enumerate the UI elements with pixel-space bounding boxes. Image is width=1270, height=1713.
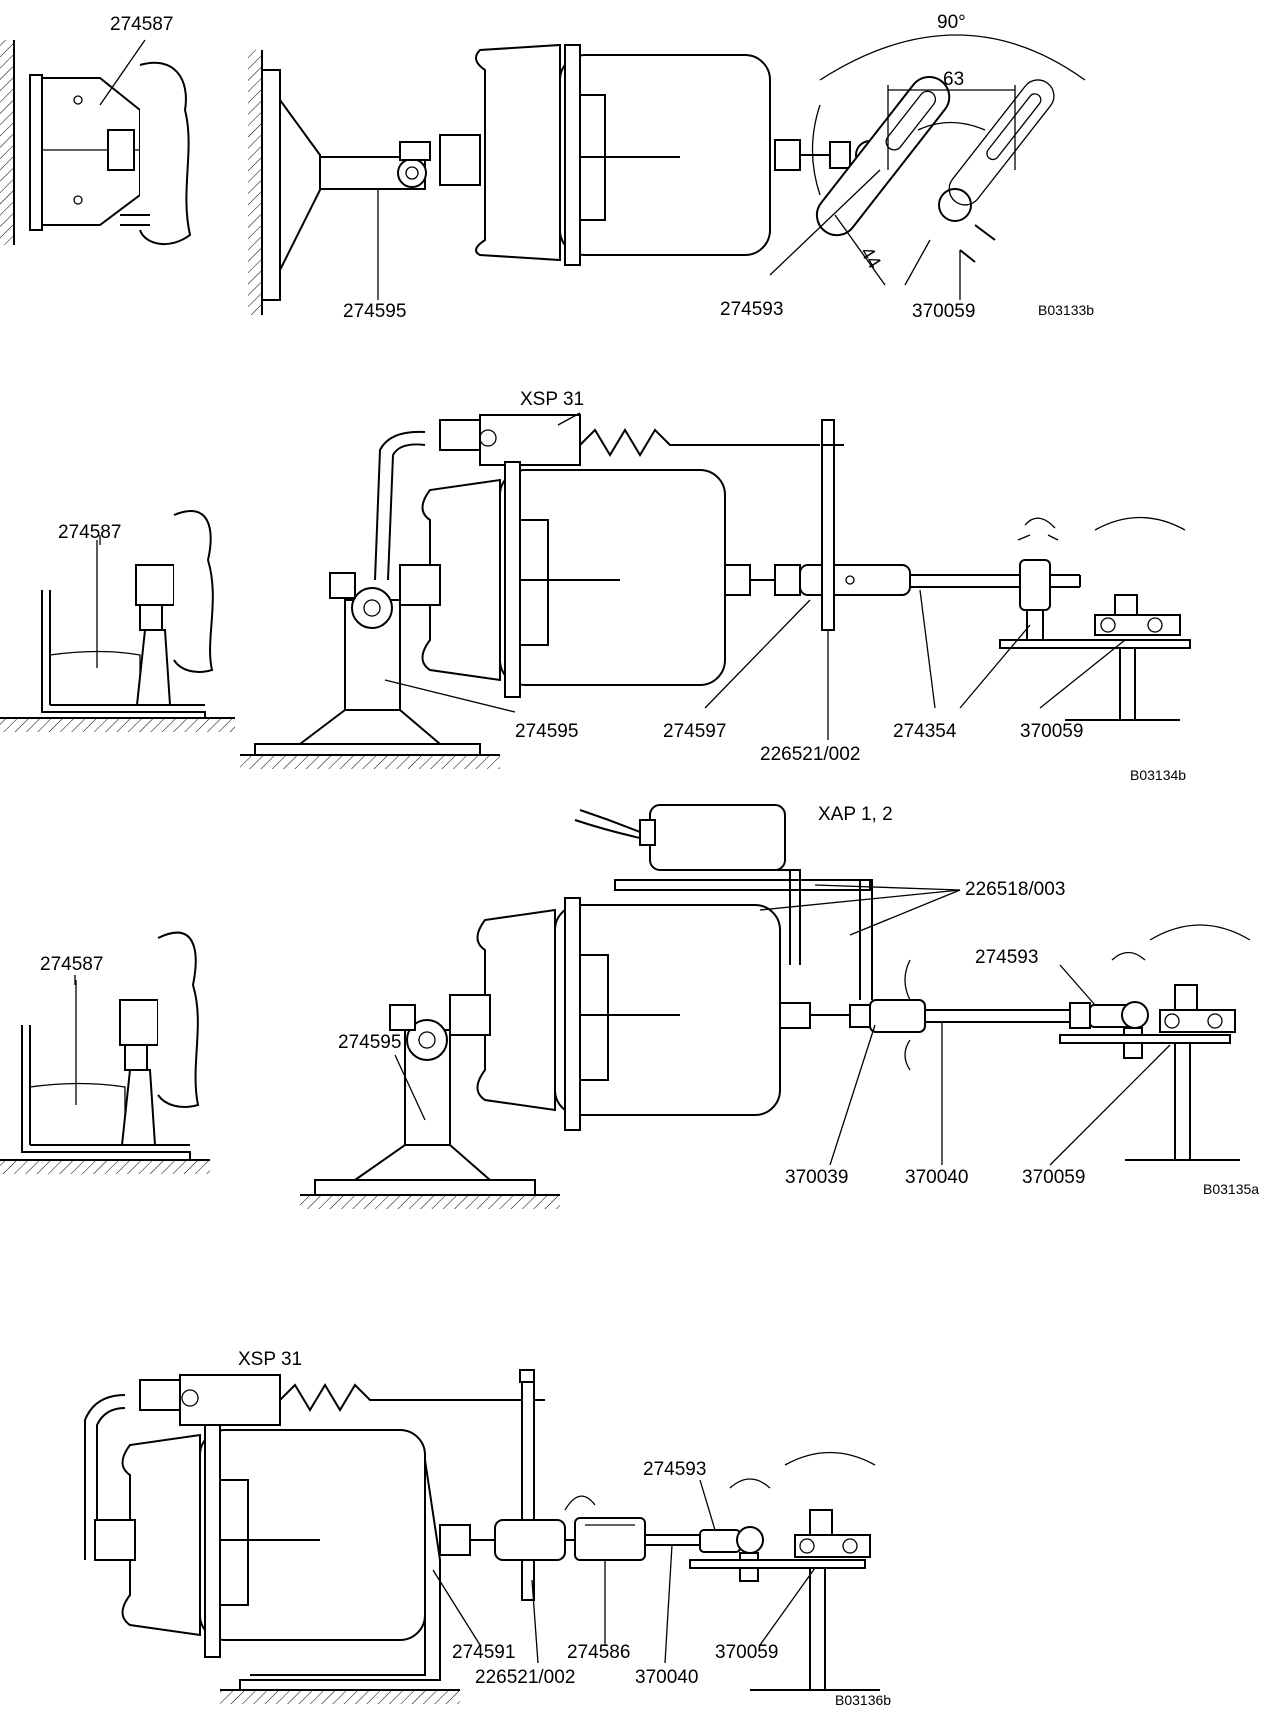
figure-2: XSP 31 274587 274595 274597 226521/002 2…: [0, 389, 1191, 783]
figure-3: XAP 1, 2 226518/003 274587 274595 274593…: [0, 804, 1259, 1209]
fig3-label-370039: 370039: [785, 1167, 848, 1188]
fig3-label-226518: 226518/003: [965, 879, 1065, 900]
fig1-label-370059: 370059: [912, 301, 975, 322]
fig2-label-274354: 274354: [893, 721, 957, 742]
fig1-label-274587: 274587: [110, 14, 173, 35]
fig3-label-370059: 370059: [1022, 1167, 1085, 1188]
fig4-label-226521: 226521/002: [475, 1667, 575, 1688]
fig2-label-274587: 274587: [58, 522, 121, 543]
fig3-label-274587: 274587: [40, 954, 103, 975]
fig1-label-274593: 274593: [720, 299, 783, 320]
fig1-dim-offset: 44: [856, 243, 885, 272]
fig1-label-274595: 274595: [343, 301, 406, 322]
fig1-dim-angle: 90°: [937, 12, 966, 33]
fig4-switch-xsp31: XSP 31: [238, 1349, 302, 1370]
fig2-label-370059: 370059: [1020, 721, 1083, 742]
fig4-label-370040: 370040: [635, 1667, 698, 1688]
fig2-drawing-code: B03134b: [1130, 767, 1186, 783]
fig2-label-226521: 226521/002: [760, 744, 860, 765]
fig3-label-274593: 274593: [975, 947, 1038, 968]
fig2-label-274597: 274597: [663, 721, 726, 742]
fig1-drawing-code: B03133b: [1038, 302, 1094, 318]
fig3-label-370040: 370040: [905, 1167, 968, 1188]
figure-4: XSP 31 274593 274591 274586 370059 22652…: [84, 1349, 891, 1708]
fig3-switch-xap: XAP 1, 2: [818, 804, 893, 825]
fig4-label-370059: 370059: [715, 1642, 778, 1663]
fig4-label-274591: 274591: [452, 1642, 515, 1663]
fig1-dim-width: 63: [943, 69, 964, 90]
fig4-label-274586: 274586: [567, 1642, 630, 1663]
fig3-drawing-code: B03135a: [1203, 1181, 1259, 1197]
fig4-label-274593: 274593: [643, 1459, 706, 1480]
fig2-label-274595: 274595: [515, 721, 578, 742]
fig3-label-274595: 274595: [338, 1032, 401, 1053]
fig2-switch-xsp31: XSP 31: [520, 389, 584, 410]
fig4-drawing-code: B03136b: [835, 1692, 891, 1708]
figure-1: 274587 274595 274593 370059 90° 63 44 B0…: [0, 12, 1094, 322]
